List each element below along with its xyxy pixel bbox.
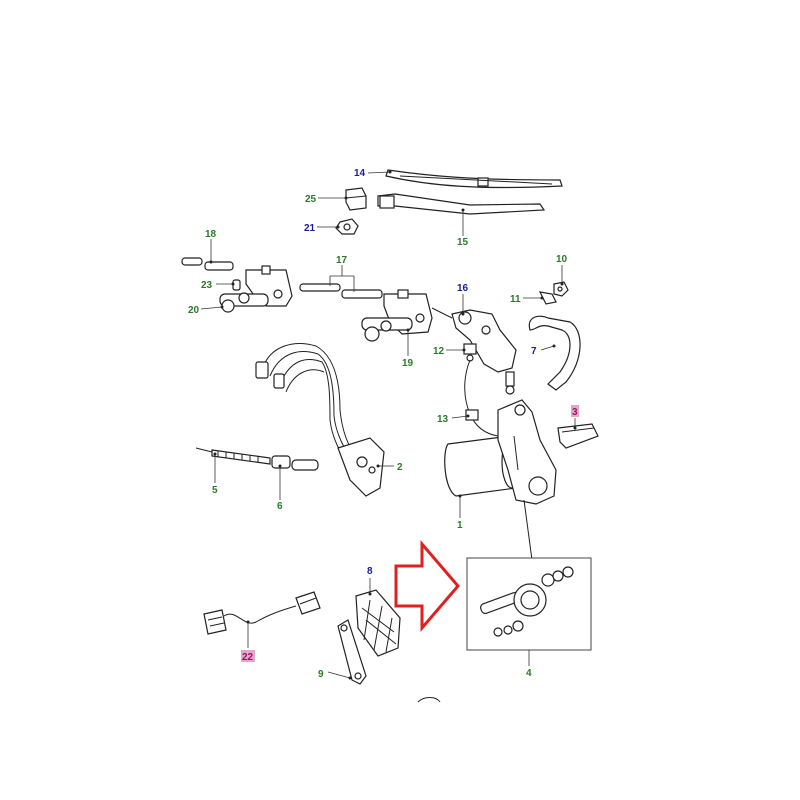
spindle-nut bbox=[335, 218, 359, 235]
callout-2: 2 bbox=[397, 462, 403, 473]
callout-25: 25 bbox=[305, 194, 317, 205]
mounting-strap bbox=[528, 315, 581, 391]
callout-18: 18 bbox=[205, 229, 217, 240]
wheelbox-left bbox=[219, 265, 293, 313]
callout-11: 11 bbox=[510, 294, 521, 305]
mounting-bracket bbox=[337, 619, 367, 685]
callout-7: 7 bbox=[531, 346, 537, 357]
callout-23: 23 bbox=[201, 280, 213, 291]
wiring-harness-bracket bbox=[255, 343, 385, 497]
callout-4: 4 bbox=[526, 668, 532, 679]
gear-detail-box bbox=[466, 557, 592, 651]
callout-6: 6 bbox=[277, 501, 283, 512]
rubber-pad bbox=[355, 589, 401, 657]
callout-21: 21 bbox=[304, 223, 316, 234]
leader-lines bbox=[200, 170, 577, 680]
cable-ferrule bbox=[271, 455, 319, 471]
spindle-cap bbox=[345, 187, 367, 211]
callout-10: 10 bbox=[556, 254, 568, 265]
callout-17: 17 bbox=[336, 255, 348, 266]
wiper-motor bbox=[444, 399, 557, 561]
wiper-blade bbox=[385, 169, 563, 189]
callout-labels: 14 15 25 21 18 23 20 17 19 16 12 10 11 7… bbox=[188, 168, 579, 680]
callout-22: 22 bbox=[242, 652, 254, 663]
drive-tubes bbox=[299, 283, 383, 299]
callout-9: 9 bbox=[318, 669, 324, 680]
connector-clip bbox=[463, 343, 477, 362]
motor-gearbox-head bbox=[451, 309, 517, 395]
pin-rods-left bbox=[181, 257, 234, 271]
callout-5: 5 bbox=[212, 485, 218, 496]
callout-13: 13 bbox=[437, 414, 449, 425]
callout-20: 20 bbox=[188, 305, 200, 316]
callout-1: 1 bbox=[457, 520, 463, 531]
callout-16: 16 bbox=[457, 283, 469, 294]
callout-15: 15 bbox=[457, 237, 469, 248]
motor-lead-wire bbox=[464, 359, 499, 437]
callout-12: 12 bbox=[433, 346, 445, 357]
bolt-and-clip bbox=[538, 281, 569, 305]
callout-3: 3 bbox=[572, 407, 578, 418]
callout-19: 19 bbox=[402, 358, 414, 369]
mounting-pad bbox=[557, 423, 599, 449]
callout-8: 8 bbox=[367, 566, 373, 577]
drive-cable-rack bbox=[195, 447, 271, 465]
wiper-arm bbox=[377, 193, 546, 215]
callout-highlight-3 bbox=[571, 405, 579, 417]
red-arrow bbox=[394, 539, 460, 633]
small-clip-bottom bbox=[417, 697, 441, 703]
connector-lead bbox=[203, 591, 321, 635]
wheelbox-right bbox=[361, 289, 453, 342]
callout-14: 14 bbox=[354, 168, 366, 179]
callout-highlight-22 bbox=[241, 650, 255, 662]
